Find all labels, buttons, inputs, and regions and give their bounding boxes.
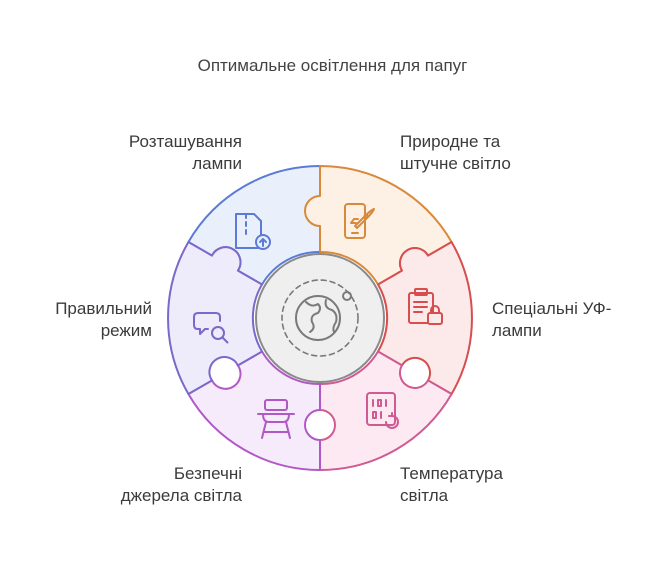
segment-regime [167, 241, 263, 395]
label-safe-sources: Безпечні джерела світла [120, 464, 242, 505]
diagram-title: Оптимальне освітлення для папуг [197, 56, 468, 75]
phone-rocket-icon [344, 203, 375, 239]
clipboard-lock-icon [408, 288, 443, 325]
segment-safe-sources [187, 350, 321, 471]
segment-uv-lamps [377, 241, 473, 395]
binary-refresh-icon [366, 392, 399, 429]
label-natural-artificial: Природне та штучне світло [400, 132, 511, 173]
label-uv-lamps: Спеціальні УФ- лампи [492, 299, 612, 340]
segment-temperature [319, 350, 453, 471]
label-temperature: Температура світла [400, 464, 503, 505]
label-regime: Правильний режим [55, 299, 152, 340]
label-lamp-position: Розташування лампи [128, 132, 242, 173]
center-circle [255, 253, 385, 383]
document-upload-icon [235, 213, 271, 250]
highchair-icon [257, 399, 295, 439]
globe-icon [281, 279, 359, 357]
chat-search-icon [193, 312, 229, 344]
